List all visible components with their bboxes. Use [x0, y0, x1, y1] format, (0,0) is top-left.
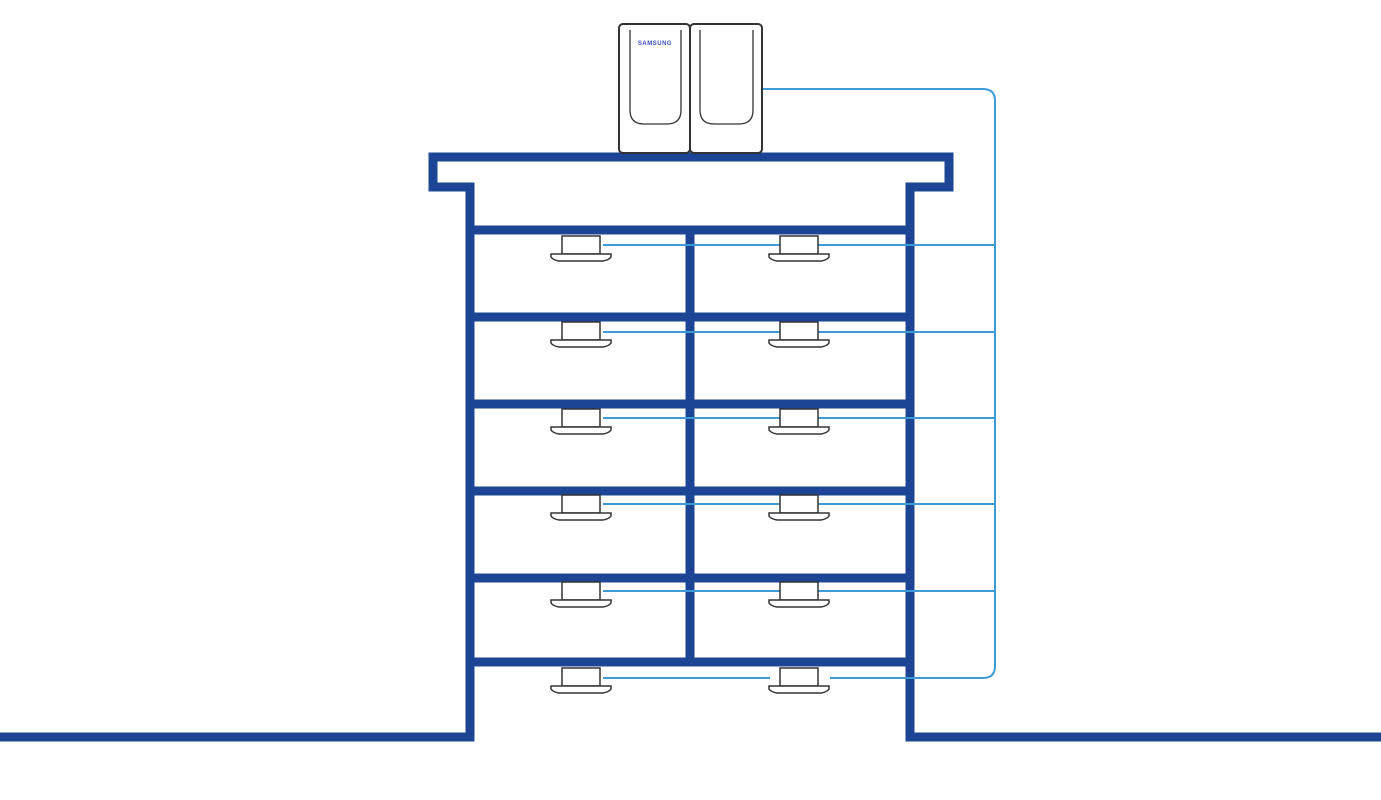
outdoor-unit-right-module: [689, 23, 763, 154]
indoor-unit-icon: [550, 408, 612, 435]
outdoor-unit-panel: [699, 30, 754, 125]
branch-pipes: [603, 244, 995, 679]
indoor-unit-body: [561, 581, 601, 601]
indoor-unit-body: [779, 667, 819, 687]
indoor-unit-panel: [550, 426, 612, 435]
indoor-unit-panel: [768, 599, 830, 608]
indoor-unit-body: [779, 235, 819, 255]
outdoor-unit-panel: [629, 30, 682, 125]
indoor-unit-body: [561, 235, 601, 255]
indoor-unit-body: [779, 408, 819, 428]
indoor-unit-icon: [550, 494, 612, 521]
indoor-unit-body: [561, 408, 601, 428]
indoor-unit-icon: [768, 321, 830, 348]
indoor-unit-icon: [550, 321, 612, 348]
indoor-unit-body: [779, 581, 819, 601]
main-refrigerant-pipe: [762, 88, 996, 679]
indoor-unit-panel: [768, 685, 830, 694]
indoor-unit-icon: [550, 667, 612, 694]
indoor-unit-panel: [550, 685, 612, 694]
indoor-unit-icon: [768, 235, 830, 262]
indoor-unit-panel: [550, 253, 612, 262]
indoor-units: [550, 235, 830, 694]
indoor-unit-body: [561, 494, 601, 514]
outdoor-unit: SAMSUNG: [618, 23, 763, 154]
indoor-unit-body: [561, 321, 601, 341]
indoor-unit-icon: [768, 581, 830, 608]
indoor-unit-panel: [768, 339, 830, 348]
indoor-unit-panel: [550, 599, 612, 608]
indoor-unit-icon: [768, 667, 830, 694]
indoor-unit-panel: [768, 253, 830, 262]
indoor-unit-body: [561, 667, 601, 687]
indoor-unit-icon: [550, 235, 612, 262]
indoor-unit-panel: [550, 339, 612, 348]
indoor-unit-body: [779, 494, 819, 514]
ground-and-walls: [0, 152, 1381, 742]
indoor-unit-icon: [768, 408, 830, 435]
brand-label: SAMSUNG: [638, 41, 672, 47]
indoor-unit-panel: [550, 512, 612, 521]
indoor-unit-icon: [550, 581, 612, 608]
indoor-unit-icon: [768, 494, 830, 521]
indoor-unit-panel: [768, 426, 830, 435]
indoor-unit-body: [779, 321, 819, 341]
indoor-unit-panel: [768, 512, 830, 521]
